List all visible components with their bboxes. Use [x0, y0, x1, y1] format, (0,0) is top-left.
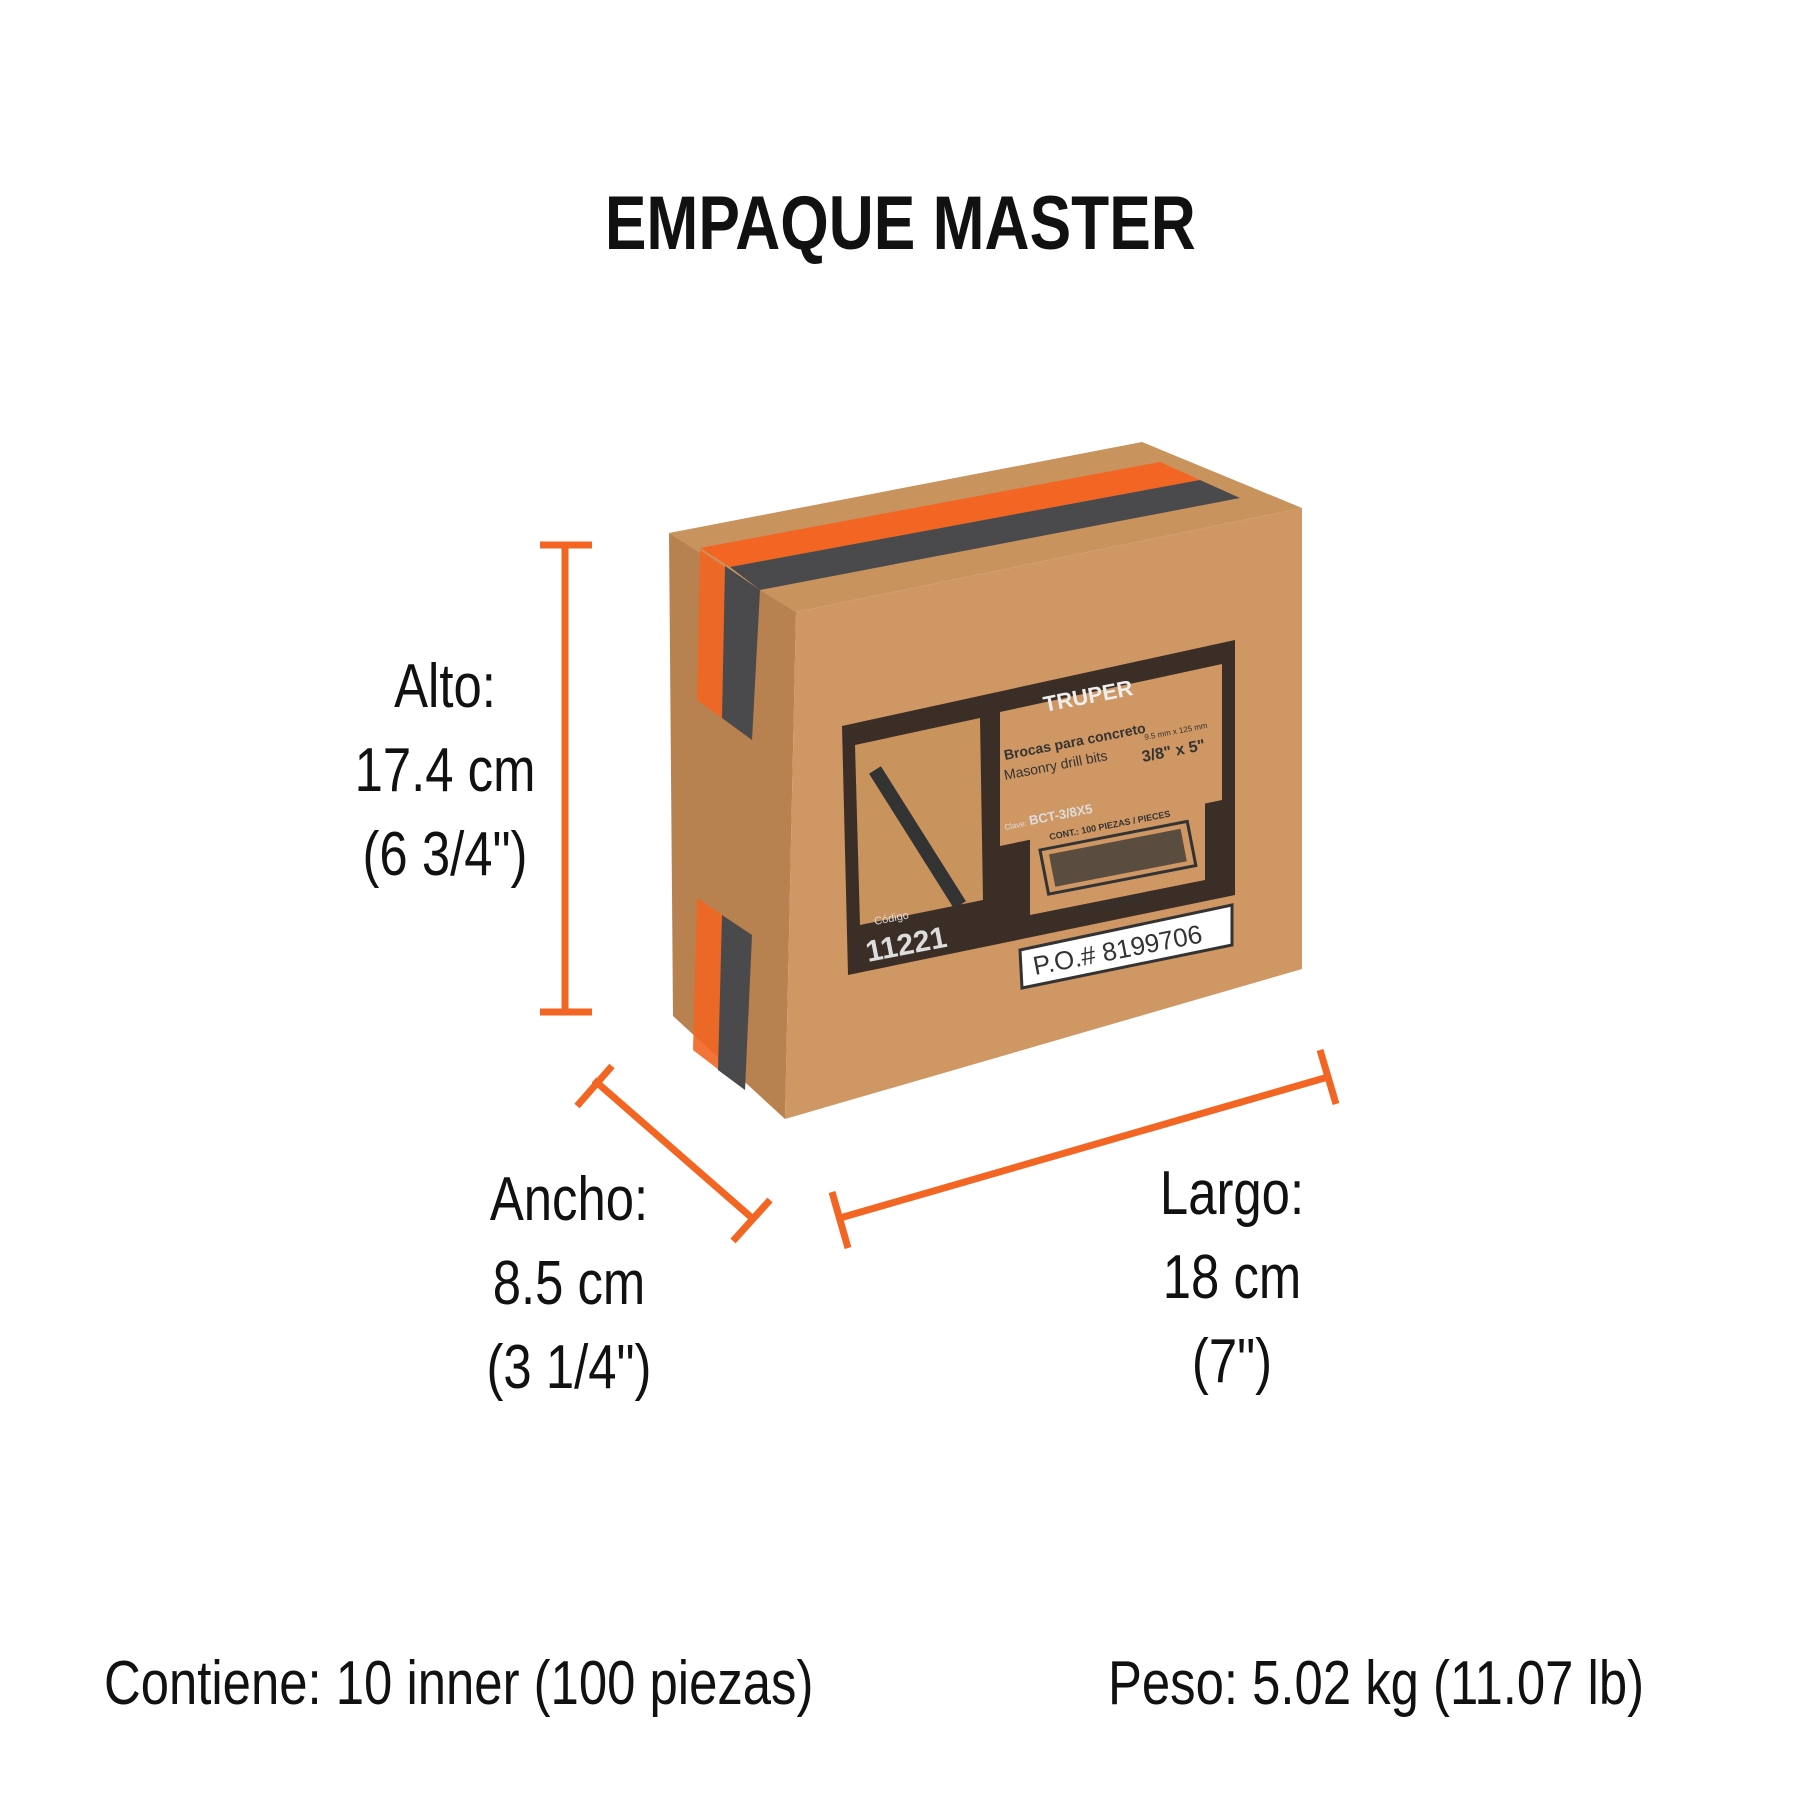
length-dimension-label: Largo: 18 cm (7") — [1032, 1152, 1432, 1404]
box-clave-label: Clave: — [1004, 819, 1028, 832]
largo-label: Largo: — [1159, 1159, 1305, 1228]
contents-info: Contiene: 10 inner (100 piezas) — [104, 1648, 969, 1719]
barcode — [1038, 819, 1198, 896]
contents-value: 10 inner (100 piezas) — [335, 1649, 814, 1718]
width-dimension-line — [574, 1063, 773, 1244]
weight-value: 5.02 kg — [1252, 1649, 1419, 1718]
height-dimension-line — [540, 541, 592, 1016]
ancho-imperial: (3 1/4") — [486, 1333, 652, 1402]
alto-metric: 17.4 cm — [354, 736, 536, 805]
weight-label: Peso: — [1108, 1649, 1239, 1718]
alto-imperial: (6 3/4") — [362, 820, 528, 889]
weight-imperial: (11.07 lb) — [1433, 1649, 1645, 1718]
largo-imperial: (7") — [1191, 1327, 1273, 1396]
weight-info: Peso: 5.02 kg (11.07 lb) — [1108, 1648, 1762, 1719]
master-box-image — [669, 442, 1302, 1119]
alto-label: Alto: — [394, 652, 496, 721]
largo-metric: 18 cm — [1162, 1243, 1302, 1312]
page-title: EMPAQUE MASTER — [604, 181, 1196, 266]
width-dimension-label: Ancho: 8.5 cm (3 1/4") — [369, 1158, 769, 1410]
length-dimension-line — [828, 1049, 1340, 1249]
ancho-label: Ancho: — [489, 1165, 649, 1234]
ancho-metric: 8.5 cm — [492, 1249, 646, 1318]
contents-label: Contiene: — [104, 1649, 322, 1718]
height-dimension-label: Alto: 17.4 cm (6 3/4") — [245, 645, 645, 897]
